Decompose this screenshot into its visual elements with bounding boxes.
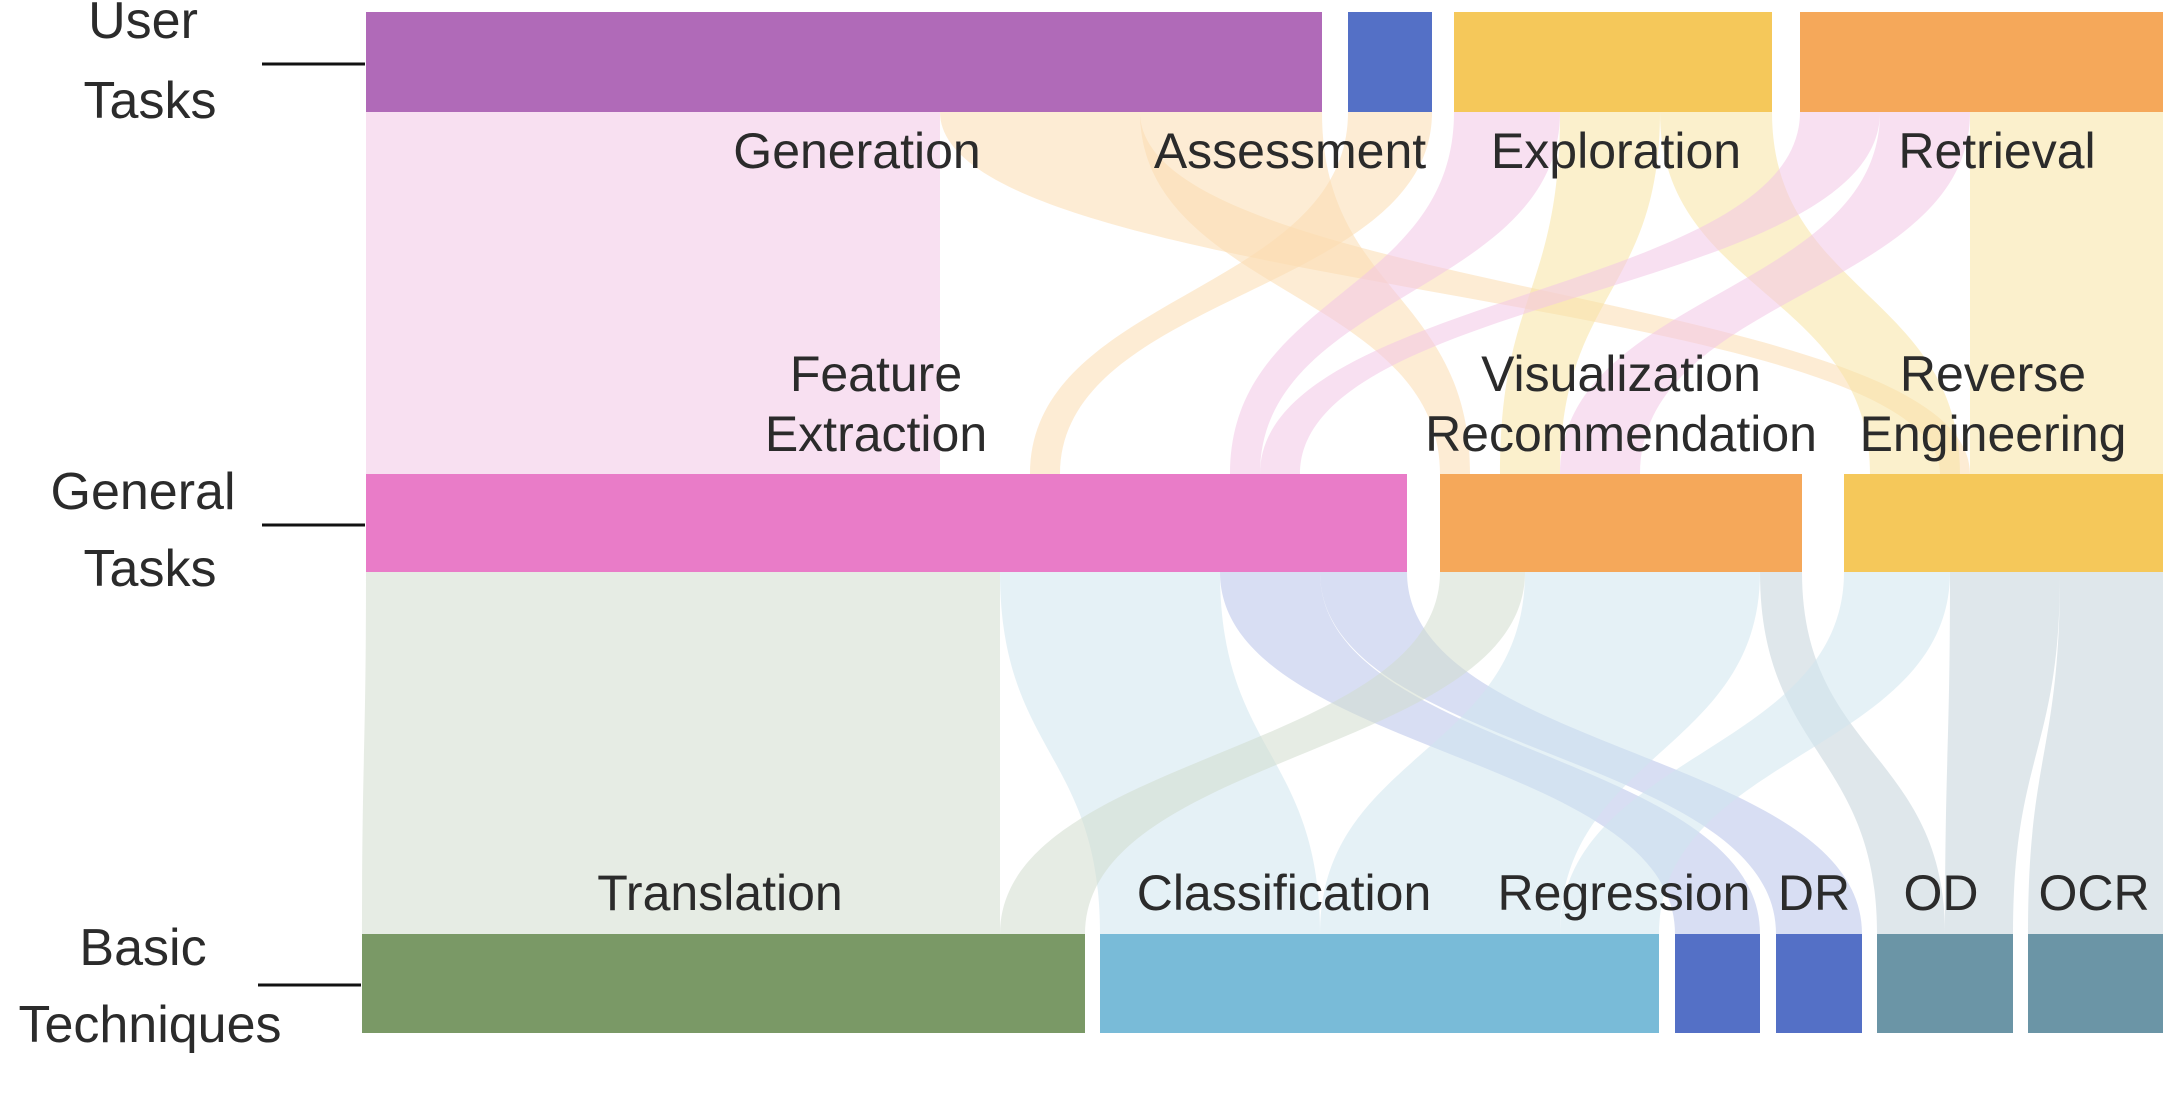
node-label-generation: Generation [733,123,980,179]
node-bar-classification [1100,934,1659,1033]
node-label-assessment: Assessment [1154,123,1426,179]
node-bar-exploration [1454,12,1772,112]
flow-reverse-eng-to-od [1945,572,2060,934]
level-user-tasks: User Tasks [84,0,365,130]
node-bar-layer [362,12,2163,1033]
node-bar-reverse-eng [1844,474,2163,572]
flow-vis-rec-to-od [1760,572,1945,934]
flow-retrieval-to-reverse-engineering [1970,112,2163,474]
flow-vis-rec-to-classification [1320,572,1760,934]
node-label-retrieval: Retrieval [1898,123,2095,179]
level-label-user-line1: User [88,0,198,50]
node-bar-regression [1675,934,1760,1033]
flow-generation-to-vis-rec [1140,112,1470,474]
node-label-dr: DR [1778,865,1850,921]
flow-exploration-to-feature-extraction [1230,112,1560,474]
node-label-classification: Classification [1137,865,1432,921]
node-label-ocr: OCR [2038,865,2149,921]
node-bar-dr [1776,934,1862,1033]
flow-assessment-to-feature-extraction [1030,112,1432,474]
flow-exploration-to-reverse-engineering [1660,112,1960,474]
level-general-tasks: General Tasks [51,463,365,598]
flow-reverse-eng-to-ocr [2028,572,2163,934]
node-bar-generation [366,12,1322,112]
node-label-feature-extraction-line2: Extraction [765,406,987,462]
node-label-exploration: Exploration [1491,123,1741,179]
node-bar-ocr [2028,934,2163,1033]
flow-generation-to-feature-extraction [366,112,940,474]
node-bar-assessment [1348,12,1432,112]
node-label-vis-rec-line2: Recommendation [1425,406,1817,462]
node-bar-retrieval [1800,12,2163,112]
flow-reverse-eng-to-classification [1560,572,1950,934]
level-label-general-line2: Tasks [84,540,217,598]
flow-feature-extraction-to-translation [362,572,1000,934]
level-label-general-line1: General [51,463,236,521]
level-basic-techniques: Basic Techniques [18,919,361,1054]
level-label-user-line2: Tasks [84,72,217,130]
node-label-reverse-eng-line1: Reverse [1900,346,2086,402]
node-label-od: OD [1904,865,1979,921]
level-label-basic-line1: Basic [79,919,206,977]
node-label-feature-extraction-line1: Feature [790,346,962,402]
flow-retrieval-to-feature-extraction [1260,112,1880,474]
node-label-layer: Generation Assessment Exploration Retrieval… [597,123,2149,921]
node-bar-translation [362,934,1085,1033]
flow-layer [362,112,2163,934]
flow-feature-extraction-to-classification [1000,572,1320,934]
node-label-regression: Regression [1498,865,1751,921]
node-bar-od [1877,934,2013,1033]
node-label-vis-rec-line1: Visualization [1481,346,1761,402]
node-bar-vis-rec [1440,474,1802,572]
flow-retrieval-to-vis-rec [1560,112,1970,474]
node-bar-feature-extraction [366,474,1407,572]
node-label-reverse-eng-line2: Engineering [1860,406,2127,462]
node-label-translation: Translation [597,865,842,921]
flow-vis-rec-to-translation [1000,572,1525,934]
level-label-basic-line2: Techniques [18,996,281,1054]
